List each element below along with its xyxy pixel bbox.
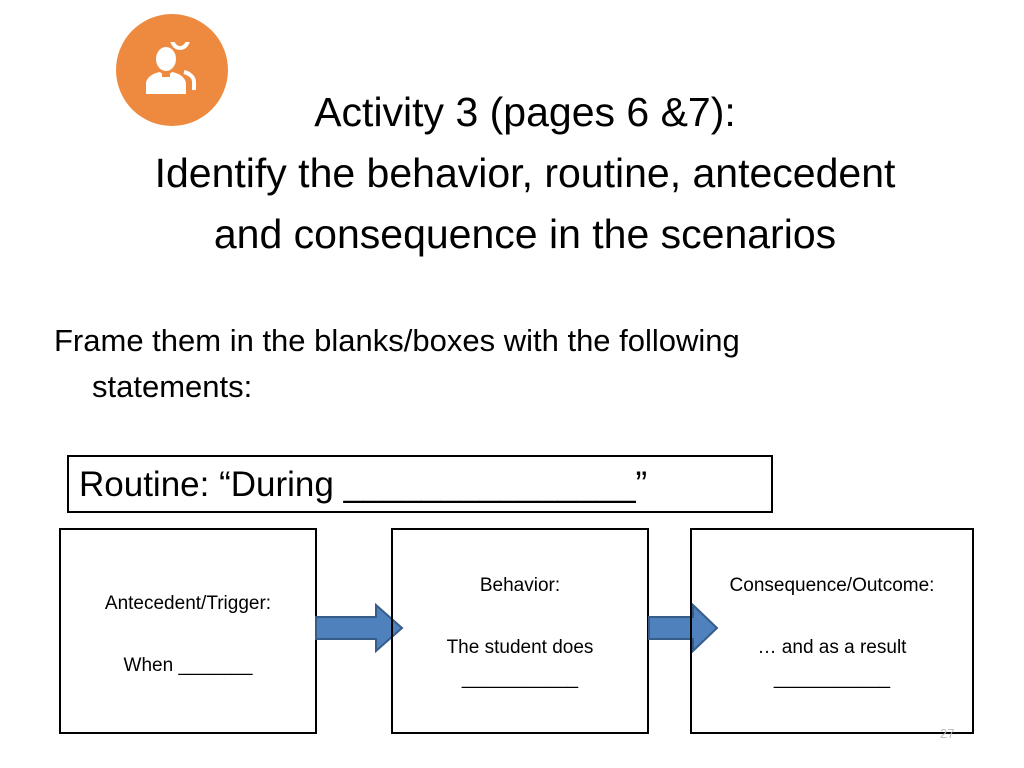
users-icon-badge bbox=[116, 14, 228, 126]
title-line-2: Identify the behavior, routine, antecede… bbox=[154, 150, 896, 196]
arrow-right-icon bbox=[315, 603, 404, 653]
behavior-label: Behavior: bbox=[479, 575, 561, 596]
users-icon bbox=[146, 42, 196, 94]
consequence-label: Consequence/Outcome: bbox=[729, 575, 935, 596]
slide-title: Activity 3 (pages 6 &7): Identify the be… bbox=[60, 82, 990, 265]
consequence-blank: ___________ bbox=[773, 668, 891, 689]
behavior-box: Behavior: The student does ___________ bbox=[391, 528, 649, 734]
routine-box: Routine: “During _______________” bbox=[67, 455, 773, 513]
instructions-line-1: Frame them in the blanks/boxes with the … bbox=[54, 323, 740, 358]
title-line-1: Activity 3 (pages 6 &7): bbox=[314, 89, 736, 135]
arrow-right-icon bbox=[648, 603, 719, 653]
behavior-blank: ___________ bbox=[461, 668, 579, 689]
antecedent-text: When _______ bbox=[123, 655, 253, 676]
page-number: 27 bbox=[940, 726, 955, 741]
instructions-line-2: statements: bbox=[92, 369, 253, 404]
behavior-text: The student does bbox=[446, 637, 594, 658]
consequence-box: Consequence/Outcome: … and as a result _… bbox=[690, 528, 974, 734]
consequence-text: … and as a result bbox=[757, 637, 907, 658]
instructions-text: Frame them in the blanks/boxes with the … bbox=[54, 318, 954, 410]
antecedent-label: Antecedent/Trigger: bbox=[104, 593, 272, 614]
title-line-3: and consequence in the scenarios bbox=[213, 211, 837, 257]
antecedent-box: Antecedent/Trigger: When _______ bbox=[59, 528, 317, 734]
